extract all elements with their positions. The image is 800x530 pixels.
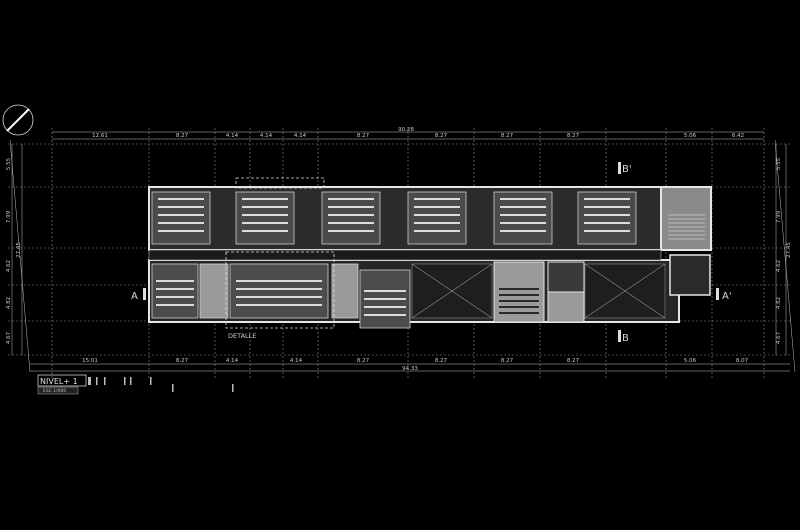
classroom [493, 191, 553, 245]
dim-bottom-seg: 8.07 [736, 358, 749, 364]
classroom [235, 191, 295, 245]
lab-room [229, 263, 329, 319]
dim-right-total: 27.45 [786, 242, 792, 258]
section-b-top: B' [622, 164, 632, 175]
building-bottom-wing [148, 249, 711, 329]
level-title: NIVEL+ 1 [40, 377, 78, 386]
dim-bottom-seg: 8.27 [357, 358, 370, 364]
stair-core [660, 186, 712, 251]
dim-bottom-seg: 5.06 [684, 358, 697, 364]
dim-top-seg: 4.14 [226, 133, 239, 139]
dim-right-seg: 5.55 [776, 157, 782, 170]
dimension-line-top: 90.28 12.61 8.27 4.14 4.14 4.14 8.27 8.2… [52, 127, 764, 140]
grid-lines [8, 128, 796, 380]
dim-top-seg: 4.14 [294, 133, 307, 139]
dimension-line-right: 5.55 7.99 27.45 4.62 4.82 4.67 [775, 144, 792, 355]
dim-right-seg: 7.99 [776, 210, 782, 223]
dim-right-seg: 4.67 [776, 331, 782, 344]
stair-core [199, 263, 229, 319]
dim-bottom-seg: 8.27 [567, 358, 580, 364]
classroom [407, 191, 467, 245]
classroom [151, 191, 211, 245]
classroom [577, 191, 637, 245]
dim-left-total: 27.45 [16, 242, 22, 258]
dim-right-seg: 4.82 [776, 297, 782, 309]
dim-bottom-seg: 4.14 [226, 358, 239, 364]
scale-label: ESC 1/000 [43, 388, 66, 394]
north-arrow-icon [2, 104, 34, 136]
section-a-left: A [131, 291, 138, 302]
dim-bottom-seg: 4.14 [290, 358, 303, 364]
detail-frame: DETALLE [225, 177, 335, 340]
lab-room [151, 263, 199, 319]
stair-core [331, 263, 359, 319]
dim-top-seg: 12.61 [92, 133, 108, 139]
dim-bottom-seg: 8.27 [176, 358, 189, 364]
section-b-bottom: B [622, 333, 629, 344]
dim-top-seg: 8.27 [176, 133, 189, 139]
dim-top-seg: 8.27 [435, 133, 448, 139]
dimension-line-bottom: 94.33 15.01 8.27 4.14 4.14 8.27 8.27 8.2… [30, 358, 790, 372]
dim-bottom-seg: 8.27 [435, 358, 448, 364]
title-block: NIVEL+ 1 ESC 1/000 [37, 374, 234, 395]
dim-bottom-total: 94.33 [402, 366, 418, 372]
section-a-right: A' [722, 291, 732, 302]
dim-top-seg: 8.27 [501, 133, 514, 139]
service-room [547, 291, 585, 323]
section-markers: A A' B' B [131, 162, 732, 344]
dim-right-seg: 4.62 [776, 260, 782, 272]
dim-top-seg: 6.42 [732, 133, 744, 139]
classroom [321, 191, 381, 245]
stair-core [669, 254, 711, 296]
open-hall [411, 263, 666, 319]
dim-top-seg: 4.14 [260, 133, 273, 139]
dim-top-seg: 8.27 [567, 133, 580, 139]
dim-left-seg: 4.67 [6, 331, 12, 344]
dim-left-seg: 4.62 [6, 260, 12, 272]
dim-top-seg: 8.27 [357, 133, 370, 139]
dim-top-total: 90.28 [398, 127, 414, 133]
detail-label: DETALLE [228, 332, 256, 340]
dim-top-seg: 5.06 [684, 133, 697, 139]
dim-left-seg: 5.55 [6, 157, 12, 170]
service-room [547, 261, 585, 293]
dim-left-seg: 4.82 [6, 297, 12, 309]
dim-bottom-seg: 15.01 [82, 358, 98, 364]
dim-left-seg: 7.99 [6, 210, 12, 223]
building-top-wing [148, 186, 712, 251]
dimension-line-left: 5.55 7.99 27.45 4.62 4.82 4.67 [6, 144, 23, 355]
dim-bottom-seg: 8.27 [501, 358, 514, 364]
